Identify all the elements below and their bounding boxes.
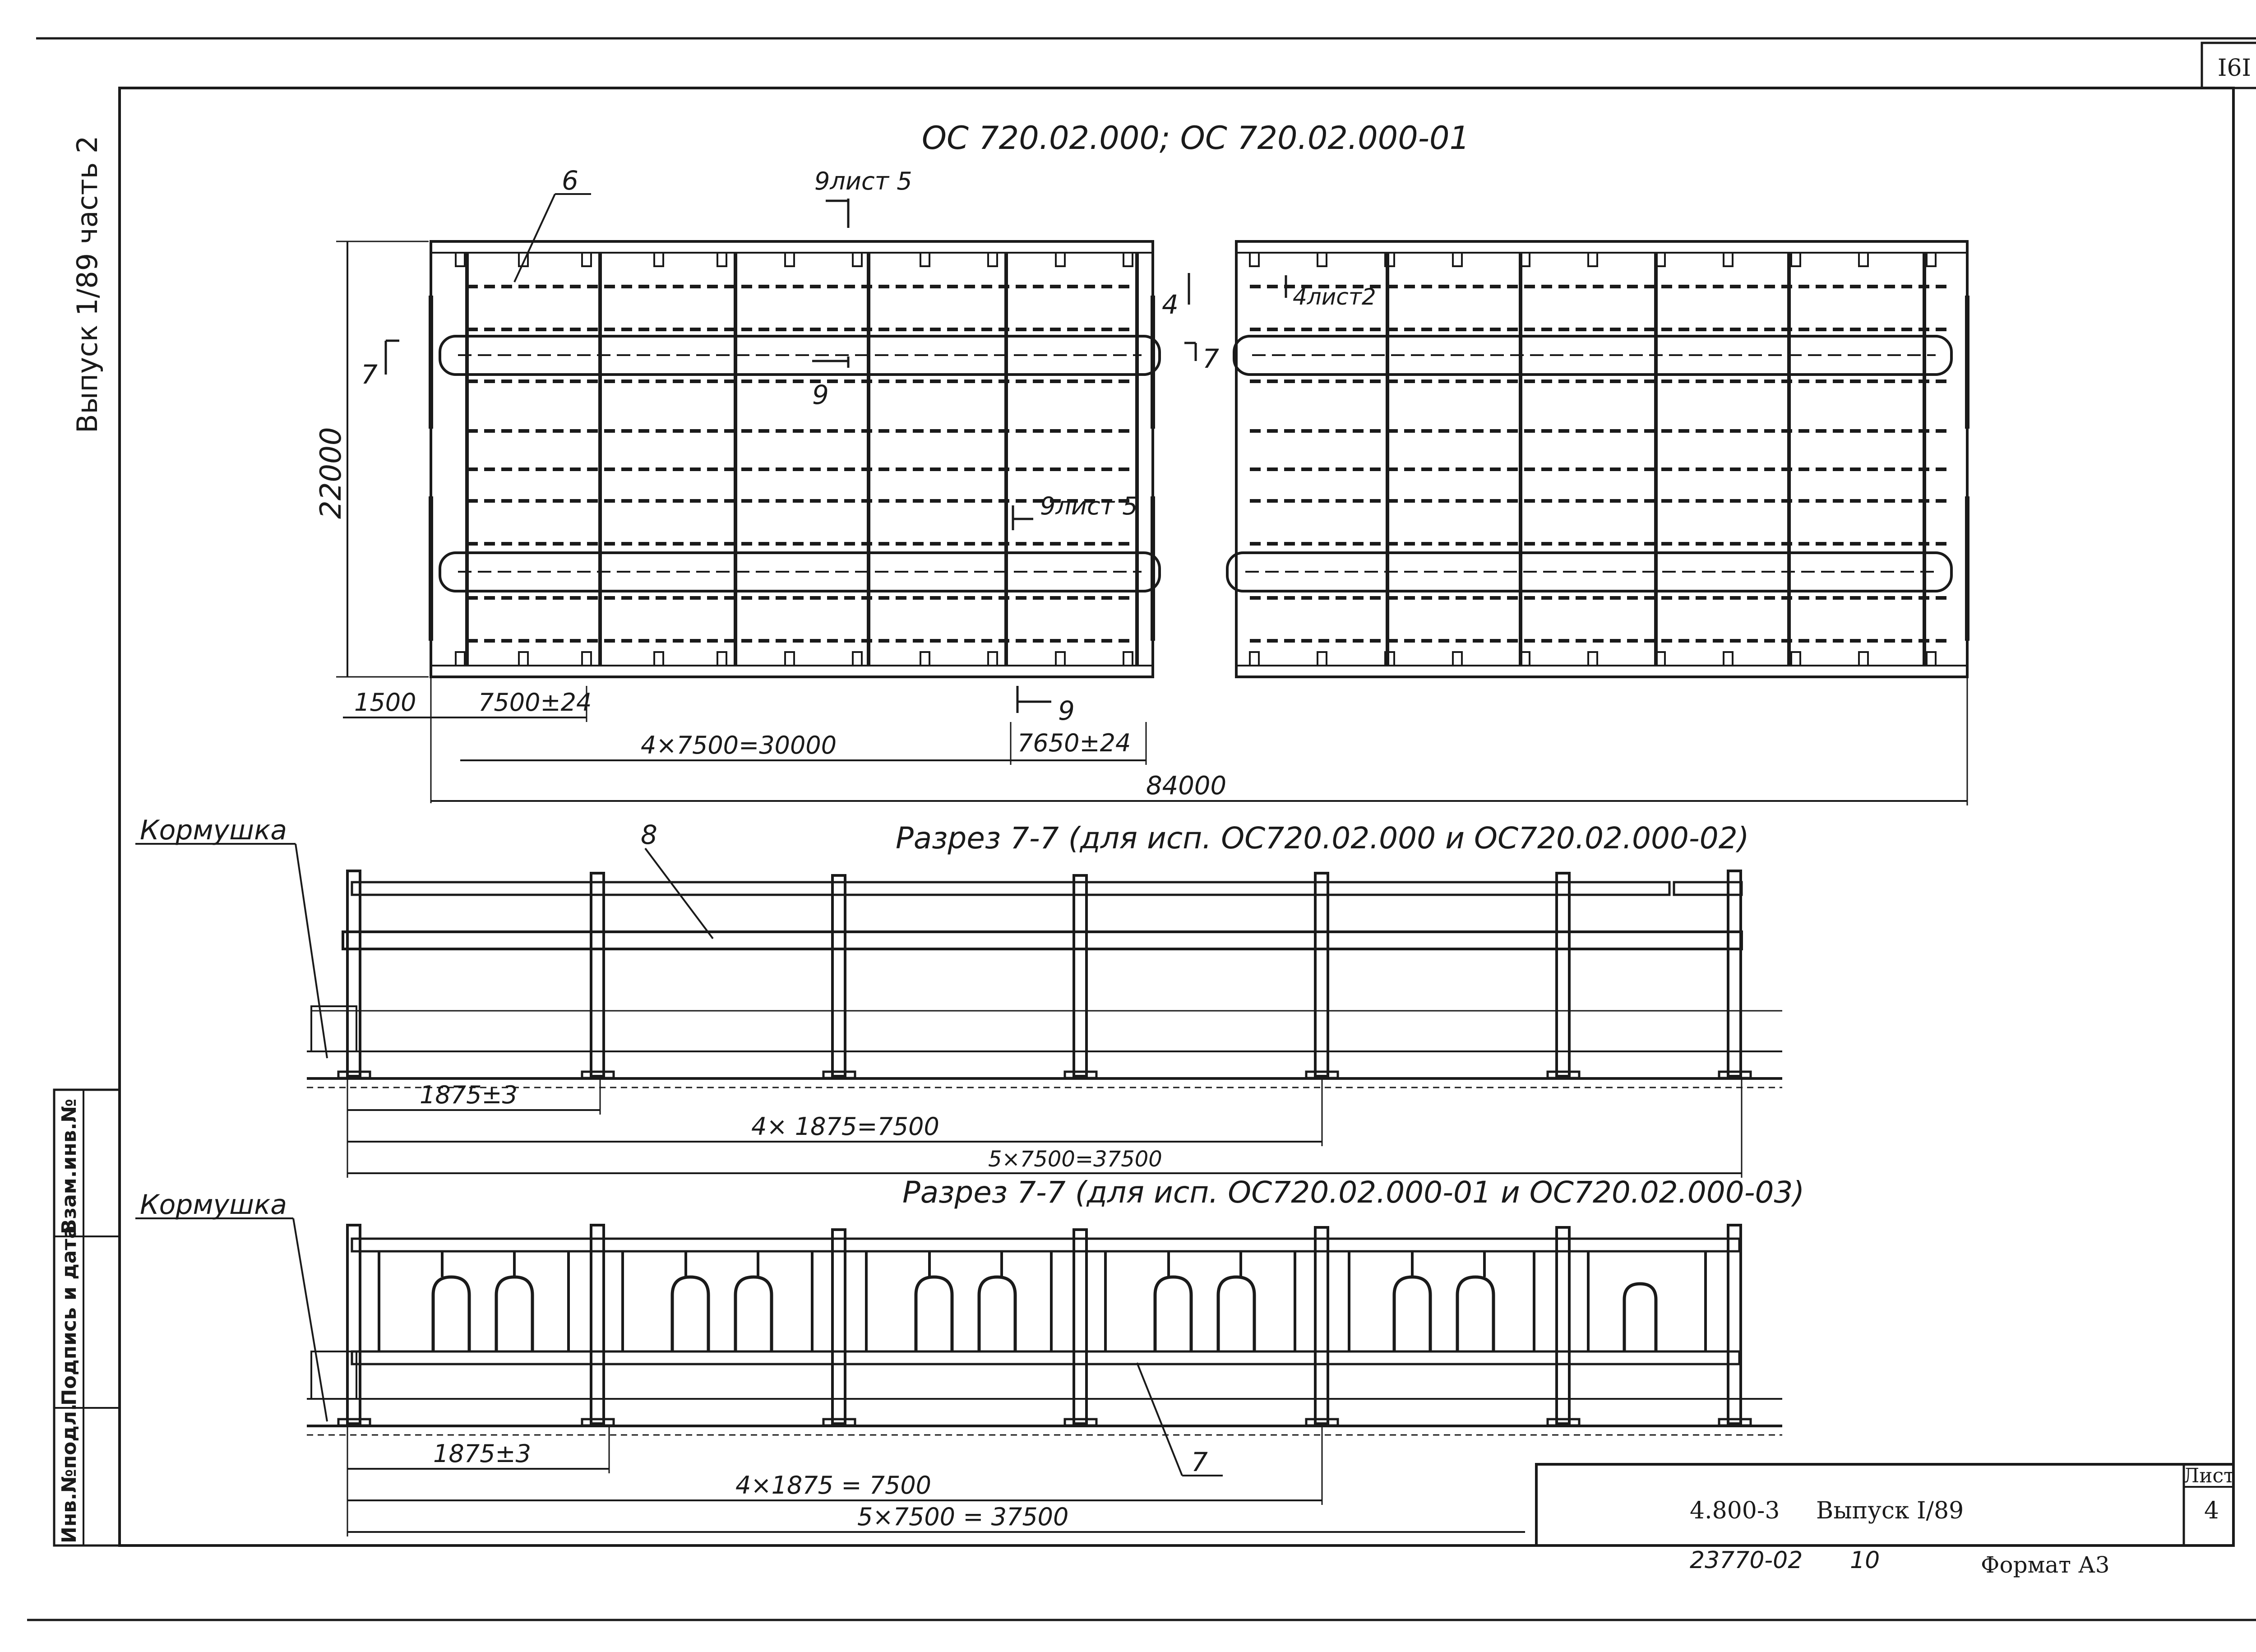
section2-callout-leader: [1136, 1362, 1183, 1476]
section1-fence: [307, 870, 1782, 1088]
section1-callout: 8: [641, 819, 657, 850]
callout-6: 6: [562, 165, 578, 196]
plan-left-block: [429, 240, 1161, 678]
doc-code: 4.800-3: [1690, 1497, 1780, 1524]
dim-4x7500: 4×7500=30000: [641, 731, 837, 759]
mark-4: 4: [1162, 289, 1179, 320]
section2-dimensions: 1875±3 4×1875 = 7500 5×7500 = 37500: [347, 1426, 1525, 1536]
plan-dimensions: 22000 1500 7500±24 4×7500=30000 7650±24 …: [314, 241, 1968, 805]
sheet-label: Лист: [2182, 1464, 2234, 1487]
section1-feeder-label: Кормушка: [140, 814, 287, 846]
callout-9-sheet5-mid: 9лист 5: [1040, 492, 1138, 520]
section1-dim-a: 1875±3: [420, 1081, 518, 1109]
mark-7-right: 7: [1202, 343, 1219, 374]
section1-dim-c: 5×7500=37500: [988, 1147, 1162, 1172]
dim-1500: 1500: [354, 688, 416, 717]
dim-7650: 7650±24: [1017, 729, 1131, 757]
side-stamp: Инв.№подл. Подпись и дата Взам.инв.№: [53, 1088, 121, 1547]
section1-feeder-leader: [295, 843, 328, 1059]
title-block: 4.800-3 Выпуск I/89 Лист 4: [1535, 1463, 2235, 1547]
stamp-replace-label: Взам.инв.№: [58, 1099, 81, 1234]
dim-7500: 7500±24: [478, 688, 592, 717]
section1-dim-b: 4× 1875=7500: [751, 1112, 939, 1141]
mark-7-left: 7: [361, 359, 378, 390]
section2-feeder-leader: [292, 1218, 328, 1422]
mark-9-bottom: 9: [1058, 695, 1075, 726]
section2-callout: 7: [1191, 1447, 1208, 1477]
stamp-inv-label: Инв.№подл.: [58, 1403, 81, 1543]
copy-number: 10: [1850, 1547, 1880, 1574]
plan-right-block: [1226, 240, 1969, 678]
section2-dim-a: 1875±3: [433, 1439, 531, 1468]
mark-9-mid: 9: [812, 379, 829, 410]
plan-callouts: 6 9лист 5 4 4лист2 7 7 9 9лист 5 9: [361, 165, 1376, 726]
callout-9-sheet5-top: 9лист 5: [814, 167, 912, 195]
dim-height: 22000: [314, 427, 348, 519]
dim-total: 84000: [1146, 771, 1226, 801]
format-label: Формат А3: [1981, 1552, 2110, 1578]
stamp-sign-label: Подпись и дата: [58, 1225, 81, 1406]
sheet-number: 4: [2204, 1497, 2219, 1524]
issue-label: Выпуск I/89: [1816, 1497, 1964, 1524]
plan-title: ОС 720.02.000; ОС 720.02.000-01: [922, 120, 1470, 157]
order-number: 23770-02: [1690, 1547, 1803, 1574]
section2-feeder-label: Кормушка: [140, 1189, 287, 1221]
issue-vertical-text: Выпуск 1/89 часть 2: [71, 136, 104, 433]
drawing-frame: [118, 87, 2235, 1547]
section1-title: Разрез 7-7 (для исп. ОС720.02.000 и ОС72…: [896, 821, 1749, 856]
corner-box: [2201, 42, 2256, 89]
section2-fence: [307, 1224, 1782, 1436]
corner-label: I6I: [2218, 55, 2251, 82]
callout-4-sheet2: 4лист2: [1293, 284, 1376, 310]
section1-dimensions: 1875±3 4× 1875=7500 5×7500=37500: [347, 1078, 1743, 1178]
section2-dim-b: 4×1875 = 7500: [735, 1471, 931, 1499]
section2-dim-c: 5×7500 = 37500: [857, 1503, 1068, 1531]
section1-callout-leader: [644, 847, 714, 939]
section2-title: Разрез 7-7 (для исп. ОС720.02.000-01 и О…: [902, 1175, 1804, 1210]
